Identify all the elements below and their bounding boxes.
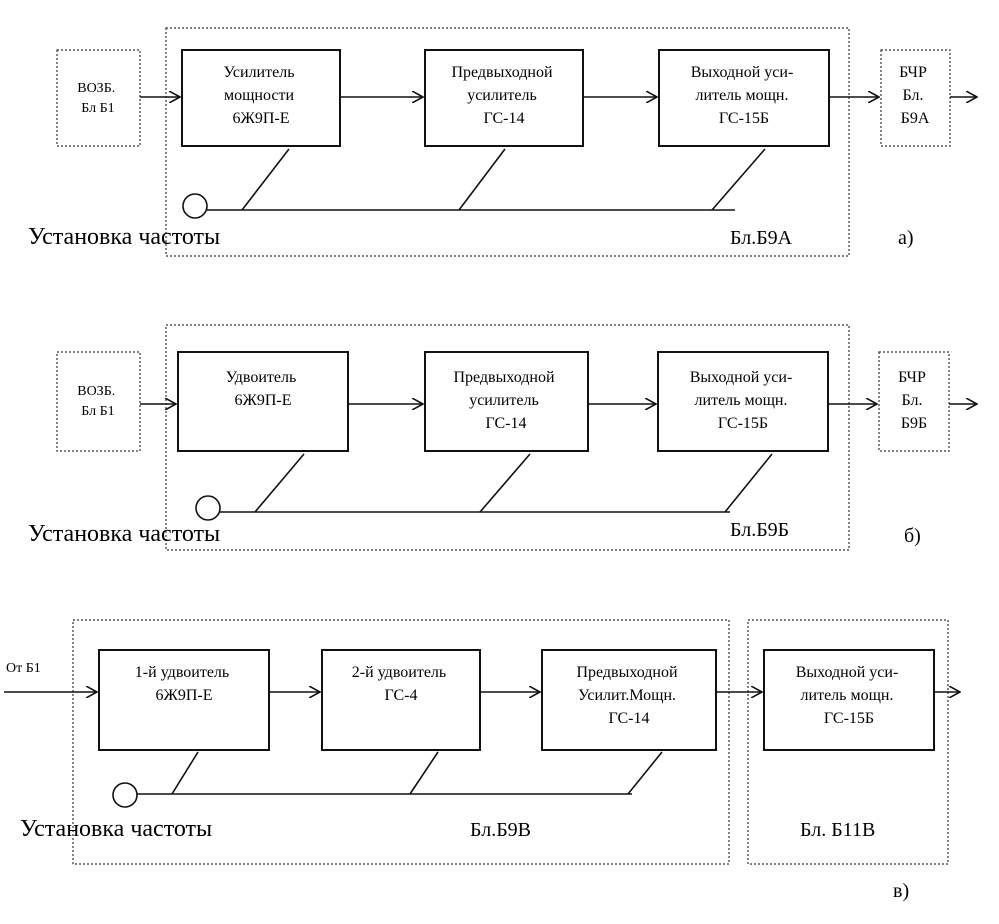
output-block-a-line2: Бл. — [903, 87, 924, 104]
stage2-b-line3: ГС-14 — [485, 415, 526, 432]
output-block-b — [878, 351, 950, 452]
unit-label-a: Бл.Б9А — [730, 227, 793, 249]
stage1-c-line1: 1-й удвоитель — [135, 664, 229, 681]
figure-label-b: б) — [904, 525, 921, 547]
svg-text:Предвыходной усилитель: Предвыходной усилитель ГС-14 — [453, 369, 558, 432]
stage1-a-line1: Усилитель — [224, 64, 295, 81]
output-block-b-line1: БЧР — [898, 369, 926, 386]
output-block-a-line3: Б9А — [901, 110, 930, 127]
diagram-c: От Б1 1-й удвоитель 6Ж9П-Е 2-й удвоитель… — [4, 619, 960, 902]
figure-label-c: в) — [893, 880, 909, 902]
stage2-b-line1: Предвыходной — [453, 369, 555, 386]
output-block-b-line3: Б9Б — [901, 415, 927, 432]
stage3-a-line2: литель мощн. — [696, 87, 789, 104]
tuning-knob-b — [195, 495, 221, 521]
tuning-linkage-c — [112, 751, 663, 808]
input-block-b-line1: ВОЗБ. — [77, 384, 115, 399]
stage1-a-line2: мощности — [224, 87, 295, 104]
stage1-b-line2: 6Ж9П-Е — [235, 392, 292, 409]
svg-text:ВОЗБ. Бл Б1: ВОЗБ. Бл Б1 — [77, 384, 119, 419]
svg-text:Выходной уси- литель мощ: Выходной уси- литель мощн. ГС-15Б — [796, 664, 903, 727]
stage3-a-line3: ГС-15Б — [719, 110, 769, 127]
stage3-c-line3: ГС-14 — [608, 710, 649, 727]
unit2-label-c: Бл. Б11В — [800, 819, 875, 841]
stage3-b-line1: Выходной уси- — [690, 369, 793, 386]
svg-text:БЧР Бл. Б9А: БЧР Бл. Б9А — [899, 64, 931, 127]
stage3-c-line2: Усилит.Мощн. — [578, 687, 676, 704]
unit-b9a-frame — [165, 27, 850, 257]
tuning-linkage-b — [195, 453, 773, 521]
svg-text:Выходной уси- литель мощ: Выходной уси- литель мощн. ГС-15Б — [691, 64, 798, 127]
svg-text:БЧР Бл. Б9Б: БЧР Бл. Б9Б — [898, 369, 930, 432]
stage3-c-line1: Предвыходной — [576, 664, 678, 681]
stage2-a-line1: Предвыходной — [451, 64, 553, 81]
svg-text:1-й удвоитель 6Ж9П-Е: 1-й удвоитель 6Ж9П-Е — [135, 664, 233, 704]
stage3-a — [658, 49, 830, 147]
stage1-a — [181, 49, 341, 147]
figure-label-a: а) — [898, 227, 914, 249]
stage2-b — [424, 351, 589, 452]
unit-b9v-frame — [72, 619, 730, 865]
stage1-b-line1: Удвоитель — [226, 369, 297, 386]
unit-label-b: Бл.Б9Б — [730, 519, 789, 541]
stage2-b-line2: усилитель — [469, 392, 539, 409]
svg-text:Предвыходной усилитель: Предвыходной усилитель ГС-14 — [451, 64, 556, 127]
unit-b9b-frame — [165, 324, 850, 551]
svg-text:Усилитель мощности: Усилитель мощности 6Ж9П-Е — [224, 64, 299, 127]
svg-text:Выходной уси- литель мощ: Выходной уси- литель мощн. ГС-15Б — [690, 369, 797, 432]
stage3-b — [657, 351, 829, 452]
output-block-a-line1: БЧР — [899, 64, 927, 81]
stage1-a-line3: 6Ж9П-Е — [233, 110, 290, 127]
input-label-c: От Б1 — [6, 661, 41, 676]
tuning-linkage-a — [182, 148, 766, 219]
tuning-knob-c — [112, 782, 138, 808]
stage3-a-line1: Выходной уси- — [691, 64, 794, 81]
stage4-c — [763, 649, 935, 751]
stage1-c — [98, 649, 270, 751]
stage3-c — [541, 649, 717, 751]
input-block-a-line2: Бл Б1 — [81, 101, 114, 116]
stage2-c-line1: 2-й удвоитель — [352, 664, 446, 681]
stage4-c-line2: литель мощн. — [801, 687, 894, 704]
stage2-a-line2: усилитель — [467, 87, 537, 104]
diagram-b: ВОЗБ. Бл Б1 Удвоитель 6Ж9П-Е Предвыходно… — [28, 324, 977, 551]
stage2-c — [321, 649, 481, 751]
stage3-b-line3: ГС-15Б — [718, 415, 768, 432]
stage4-c-line1: Выходной уси- — [796, 664, 899, 681]
tuning-label-a: Установка частоты — [28, 224, 220, 250]
svg-text:Удвоитель 6Ж9П-Е: Удвоитель 6Ж9П-Е — [226, 369, 301, 409]
input-block-b-line2: Бл Б1 — [81, 404, 114, 419]
svg-text:Предвыходной Усилит.Мощн: Предвыходной Усилит.Мощн. ГС-14 — [576, 664, 681, 727]
output-block-b-line2: Бл. — [902, 392, 923, 409]
stage2-a — [424, 49, 584, 147]
tuning-label-b: Установка частоты — [28, 521, 220, 547]
input-block-a-line1: ВОЗБ. — [77, 81, 115, 96]
input-block-a — [56, 49, 141, 147]
stage1-c-line2: 6Ж9П-Е — [156, 687, 213, 704]
output-block-a — [880, 49, 951, 147]
stage4-c-line3: ГС-15Б — [824, 710, 874, 727]
svg-text:ВОЗБ. Бл Б1: ВОЗБ. Бл Б1 — [77, 81, 119, 116]
tuning-knob-a — [182, 193, 208, 219]
unit-label-c: Бл.Б9В — [470, 819, 531, 841]
tuning-label-c: Установка частоты — [20, 816, 212, 842]
unit-b11v-frame — [747, 619, 949, 865]
input-block-b — [56, 351, 141, 452]
stage2-c-line2: ГС-4 — [384, 687, 417, 704]
stage3-b-line2: литель мощн. — [695, 392, 788, 409]
svg-text:2-й удвоитель ГС-4: 2-й удвоитель ГС-4 — [352, 664, 450, 704]
stage2-a-line3: ГС-14 — [483, 110, 524, 127]
diagram-a: ВОЗБ. Бл Б1 Усилитель мощности 6Ж9П-Е Пр… — [28, 27, 977, 257]
stage1-b — [177, 351, 349, 452]
